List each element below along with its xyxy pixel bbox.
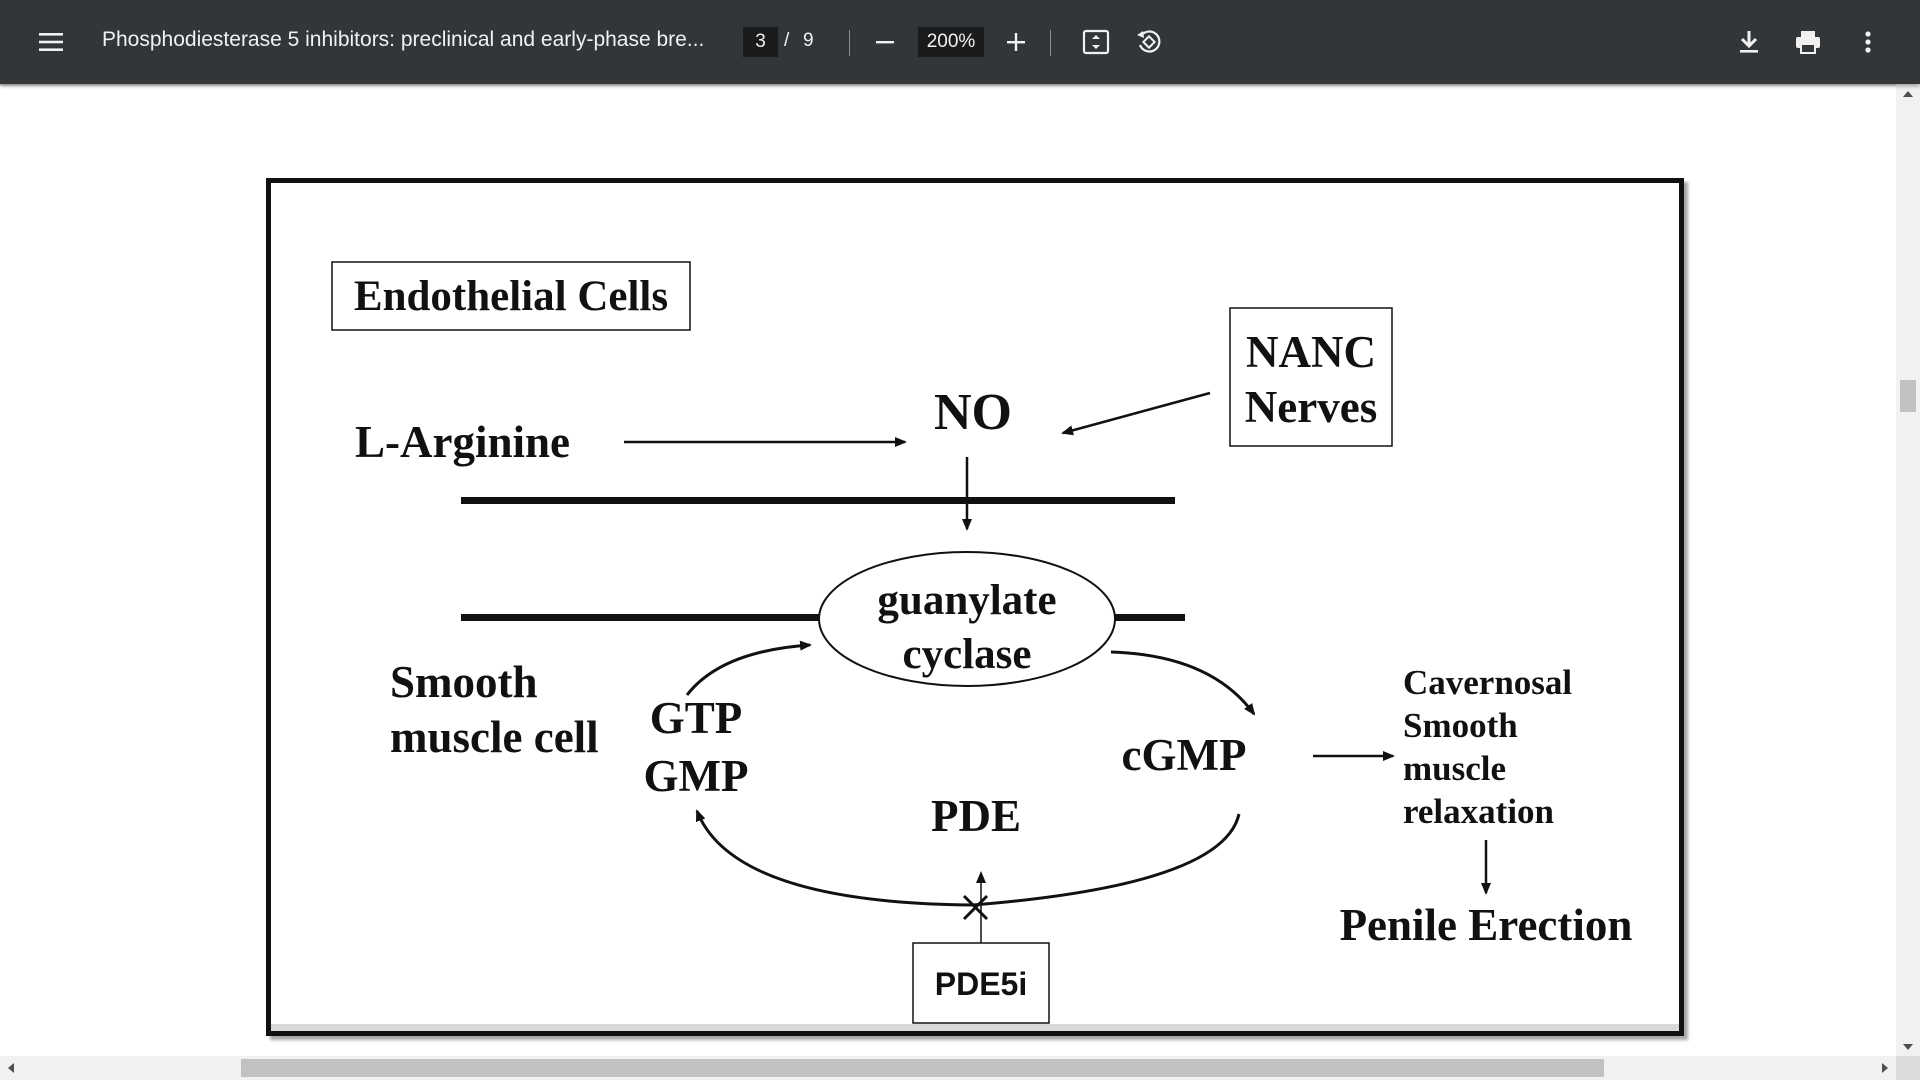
menu-icon	[39, 33, 63, 51]
plus-icon	[1007, 33, 1025, 51]
page-gap	[271, 1024, 1679, 1031]
document-title: Phosphodiesterase 5 inhibitors: preclini…	[102, 28, 705, 51]
smooth-label: Smooth	[390, 657, 538, 707]
cyclase-to-cgmp-arrow	[1110, 650, 1256, 716]
muscle-relax-label: muscle	[1403, 749, 1506, 788]
total-pages: 9	[803, 30, 814, 51]
scroll-up-icon[interactable]	[1903, 91, 1913, 97]
rotate-icon	[1137, 30, 1161, 53]
fit-to-page-icon	[1082, 29, 1110, 55]
toolbar-divider	[1050, 30, 1051, 56]
endothelial-label-box	[331, 261, 691, 331]
l-arginine-label: L-Arginine	[355, 417, 570, 467]
pde5i-label: PDE5i	[935, 966, 1027, 1002]
more-vert-icon	[1865, 31, 1871, 53]
menu-button[interactable]	[27, 18, 75, 66]
inhibition-x-stroke	[962, 894, 989, 921]
smooth-relax-label: Smooth	[1403, 706, 1518, 745]
scroll-left-icon[interactable]	[8, 1063, 14, 1073]
membrane-line-upper	[461, 497, 1175, 504]
cyclase-label: cyclase	[903, 631, 1032, 678]
penile-erection-label: Penile Erection	[1340, 900, 1633, 950]
endothelial-label: Endothelial Cells	[354, 273, 668, 320]
print-icon	[1796, 31, 1820, 54]
pde-label: PDE	[931, 791, 1021, 841]
print-button[interactable]	[1784, 18, 1832, 66]
pdf-toolbar: Phosphodiesterase 5 inhibitors: preclini…	[0, 0, 1920, 84]
nerves-label: Nerves	[1245, 382, 1377, 432]
nanc-label: NANC	[1246, 327, 1376, 377]
pdf-viewer[interactable]: Endothelial Cells NANC Nerves NO L-Argin…	[0, 84, 1896, 1056]
vertical-scroll-thumb[interactable]	[1900, 380, 1916, 412]
gtp-to-cyclase-arrow	[685, 640, 812, 696]
fit-to-page-button[interactable]	[1072, 18, 1120, 66]
horizontal-scrollbar[interactable]	[0, 1056, 1896, 1080]
zoom-out-button[interactable]	[861, 18, 909, 66]
horizontal-scroll-thumb[interactable]	[241, 1059, 1604, 1077]
cgmp-label: cGMP	[1122, 730, 1247, 780]
no-label: NO	[934, 384, 1012, 441]
nanc-nerves-box	[1229, 307, 1393, 447]
muscle-cell-label: muscle cell	[390, 712, 599, 762]
membrane-line-lower-right	[1113, 614, 1185, 621]
gtp-label: GTP	[650, 693, 743, 743]
toolbar-divider	[849, 30, 850, 56]
scroll-right-icon[interactable]	[1882, 1063, 1888, 1073]
download-icon	[1740, 31, 1758, 53]
minus-icon	[876, 41, 894, 44]
scrollbar-corner	[1896, 1056, 1920, 1080]
pde5i-box	[912, 942, 1050, 1024]
figure-frame: Endothelial Cells NANC Nerves NO L-Argin…	[266, 178, 1684, 1036]
membrane-line-lower-left	[461, 614, 821, 621]
cavernosal-label: Cavernosal	[1403, 663, 1572, 702]
zoom-level-input[interactable]	[918, 27, 984, 57]
vertical-scrollbar[interactable]	[1896, 84, 1920, 1056]
download-button[interactable]	[1725, 18, 1773, 66]
page-edge	[0, 84, 1896, 86]
pathway-diagram: Endothelial Cells NANC Nerves NO L-Argin…	[271, 261, 1679, 1031]
zoom-in-button[interactable]	[992, 18, 1040, 66]
guanylate-cyclase-ellipse	[818, 551, 1116, 687]
relaxation-label: relaxation	[1403, 792, 1554, 831]
nanc-to-no-arrow	[1061, 391, 1211, 436]
page-separator: /	[784, 30, 790, 51]
more-options-button[interactable]	[1844, 18, 1892, 66]
guanylate-label: guanylate	[877, 577, 1056, 624]
scroll-down-icon[interactable]	[1903, 1044, 1913, 1050]
page-number-input[interactable]	[743, 27, 778, 57]
gmp-label: GMP	[644, 751, 749, 801]
rotate-button[interactable]	[1125, 18, 1173, 66]
